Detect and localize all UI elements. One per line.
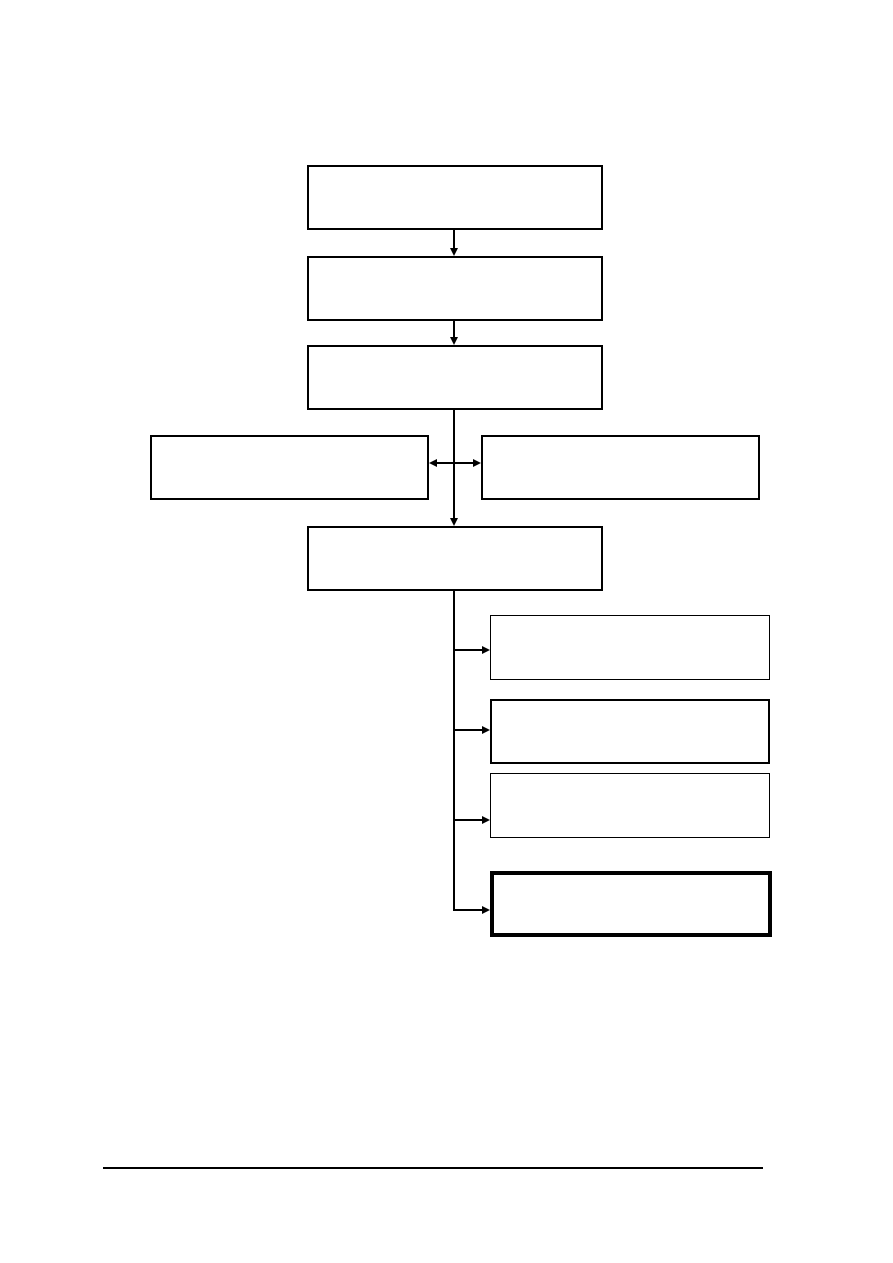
flowchart-node-box-4-left (150, 435, 429, 500)
flowchart-node-box-4-right (481, 435, 760, 500)
flowchart-node-box-2 (307, 256, 603, 321)
flowchart-node-box-5 (307, 526, 603, 591)
flowchart-node-box-3 (307, 345, 603, 410)
arrowhead-right-branch-to-box7 (482, 725, 490, 734)
arrowhead-left-double-arrow-left-right (429, 458, 437, 467)
arrowhead-right-double-arrow-left-right (473, 458, 481, 467)
footer-rule (103, 1167, 763, 1169)
arrowhead-down-arrow-box3-to-box5 (449, 518, 458, 526)
flowchart-node-box-6 (490, 615, 770, 680)
arrowhead-right-branch-to-box8 (482, 815, 490, 824)
connector-line-trunk-below-box5 (453, 591, 455, 911)
flowchart-node-box-7 (490, 699, 770, 764)
arrowhead-down-arrow-box1-to-box2 (449, 248, 458, 256)
connector-line-arrow-box1-to-box2 (453, 230, 455, 248)
connector-line-branch-to-box8 (454, 819, 482, 821)
flowchart-node-box-9 (490, 871, 772, 937)
flowchart-node-box-8 (490, 773, 770, 838)
connector-line-arrow-box2-to-box3 (453, 321, 455, 337)
arrowhead-right-branch-to-box9 (482, 905, 490, 914)
connector-line-branch-to-box6 (454, 649, 482, 651)
connector-line-arrow-box3-to-box5 (453, 410, 455, 518)
connector-line-double-arrow-left-right (437, 462, 473, 464)
connector-line-branch-to-box7 (454, 729, 482, 731)
arrowhead-down-arrow-box2-to-box3 (449, 337, 458, 345)
flowchart-node-box-1 (307, 165, 603, 230)
arrowhead-right-branch-to-box6 (482, 645, 490, 654)
connector-line-branch-to-box9 (454, 909, 482, 911)
